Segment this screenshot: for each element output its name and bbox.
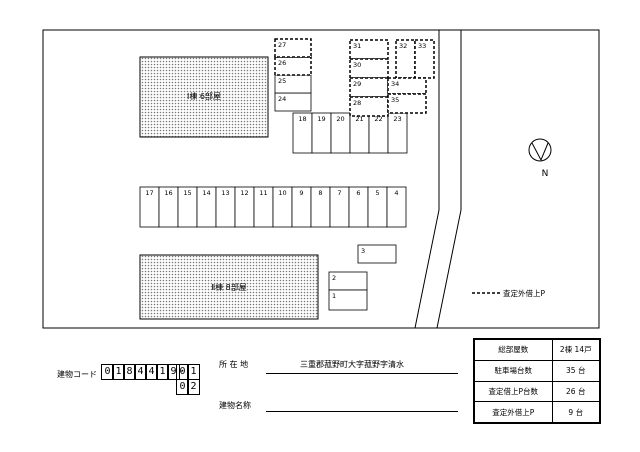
code-digit: 8 xyxy=(123,364,136,380)
code-dash: - xyxy=(180,366,184,377)
building-2-label: Ⅱ棟 8部屋 xyxy=(211,282,247,292)
road xyxy=(414,29,462,329)
parking-space-number: 12 xyxy=(240,189,248,197)
name-underline xyxy=(266,411,458,412)
parking-space-number: 4 xyxy=(394,189,398,197)
parking-misc: 3 2 1 xyxy=(328,244,397,311)
parking-space-number: 27 xyxy=(278,41,286,49)
code-label: 建物コード xyxy=(57,370,97,379)
parking-space-number: 1 xyxy=(332,292,336,300)
north-letter: N xyxy=(542,169,549,179)
code-digit: 4 xyxy=(134,364,147,380)
summary-value: 26 台 xyxy=(551,380,600,403)
parking-space-number: 17 xyxy=(145,189,153,197)
parking-space-number: 8 xyxy=(318,189,322,197)
parking-space-number: 19 xyxy=(317,115,325,123)
parking-space-number: 15 xyxy=(183,189,191,197)
parking-space-number: 6 xyxy=(356,189,360,197)
parking-upper-row: 18 19 20 21 22 23 xyxy=(292,112,408,154)
code-digit: 1 xyxy=(187,364,200,380)
summary-value: 9 台 xyxy=(551,401,600,423)
parking-space-number: 24 xyxy=(278,95,286,103)
name-label: 建物名称 xyxy=(219,401,251,410)
parking-space-number: 32 xyxy=(399,42,407,50)
summary-value: 35 台 xyxy=(551,359,600,382)
address-value: 三重郡菰野町大字菰野字清水 xyxy=(300,360,404,369)
parking-space-number: 7 xyxy=(337,189,341,197)
parking-space xyxy=(357,244,397,264)
code-digit: 4 xyxy=(145,364,158,380)
parking-space-number: 18 xyxy=(298,115,306,123)
parking-space-number: 28 xyxy=(353,99,361,107)
parking-space-number: 25 xyxy=(278,77,286,85)
code-digit: 0 xyxy=(101,364,114,380)
summary-value: 2棟 14戸 xyxy=(551,339,600,361)
summary-label: 総部屋数 xyxy=(474,339,553,361)
parking-middle-row: 17 16 15 14 13 12 11 10 9 8 7 6 5 4 xyxy=(139,186,407,228)
parking-space-number: 11 xyxy=(259,189,267,197)
parking-space-number: 26 xyxy=(278,59,286,67)
parking-space-number: 9 xyxy=(299,189,303,197)
parking-space-number: 20 xyxy=(336,115,344,123)
parking-space-number: 2 xyxy=(332,274,336,282)
parking-space-number: 5 xyxy=(375,189,379,197)
code-digit: 9 xyxy=(167,364,180,380)
parking-space-number: 33 xyxy=(418,42,426,50)
address-label: 所 在 地 xyxy=(219,360,249,369)
parking-space xyxy=(328,289,368,311)
summary-label: 査定外借上P xyxy=(474,401,553,423)
summary-label: 駐車場台数 xyxy=(474,359,553,382)
site-boundary xyxy=(42,29,600,329)
code-digit: 1 xyxy=(156,364,169,380)
parking-space xyxy=(274,38,312,58)
code-digit: 0 xyxy=(176,379,189,395)
legend-label: 査定外借上P xyxy=(503,288,545,298)
north-arrow-icon: N xyxy=(528,138,552,179)
parking-space-number: 29 xyxy=(353,80,361,88)
code-digit: 2 xyxy=(187,379,200,395)
building-2 xyxy=(139,254,319,320)
parking-space-number: 34 xyxy=(391,80,399,88)
summary-label: 査定借上P台数 xyxy=(474,380,553,403)
parking-space-number: 22 xyxy=(374,115,382,123)
building-1-label: Ⅰ棟 6部屋 xyxy=(187,91,221,101)
parking-left-column: 24 25 26 27 xyxy=(274,38,312,112)
parking-space xyxy=(387,93,427,114)
parking-space-number: 14 xyxy=(202,189,210,197)
parking-space xyxy=(386,186,407,228)
address-underline xyxy=(266,373,458,374)
parking-space-number: 21 xyxy=(355,115,363,123)
parking-space-number: 23 xyxy=(393,115,401,123)
parking-external: 31 30 29 28 32 33 34 35 xyxy=(349,39,435,117)
code-digit: 1 xyxy=(112,364,125,380)
parking-space-number: 16 xyxy=(164,189,172,197)
parking-space-number: 13 xyxy=(221,189,229,197)
building-1 xyxy=(139,56,269,138)
parking-space-number: 31 xyxy=(353,42,361,50)
parking-space-number: 30 xyxy=(353,61,361,69)
parking-space-number: 3 xyxy=(361,247,365,255)
parking-space-number: 35 xyxy=(391,96,399,104)
parking-space-number: 10 xyxy=(278,189,286,197)
